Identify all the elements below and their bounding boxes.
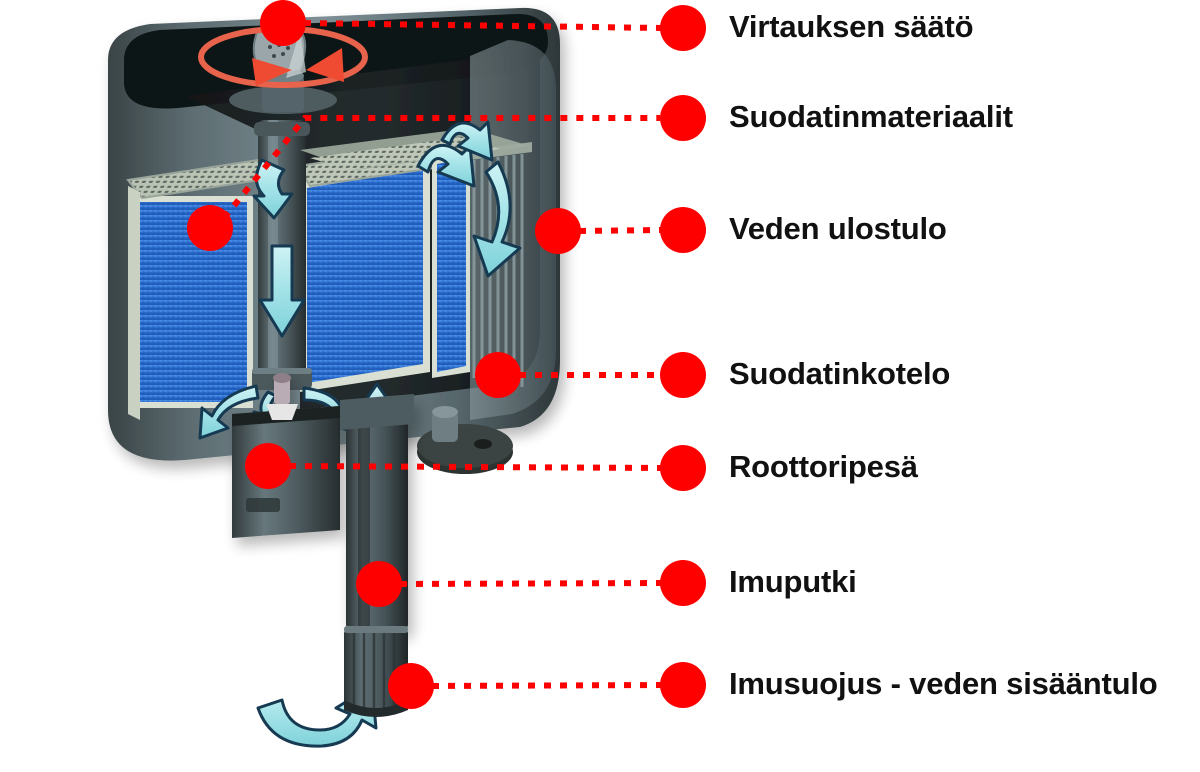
filter-media-right [432, 142, 532, 387]
part-bullet-intake-strainer[interactable] [388, 663, 434, 709]
callout-label-filter-media: Suodatinmateriaalit [729, 99, 1013, 134]
part-bullet-flow-control[interactable] [260, 0, 306, 46]
callout-label-intake-pipe: Imuputki [729, 564, 857, 599]
leader-line-water-outlet [578, 227, 663, 234]
callout-label-rotor-housing: Roottoripesä [729, 449, 918, 484]
part-bullet-filter-housing[interactable] [475, 352, 521, 398]
part-bullet-filter-media[interactable] [187, 205, 233, 251]
callout-label-water-outlet: Veden ulostulo [729, 211, 947, 246]
part-bullet-water-outlet[interactable] [535, 208, 581, 254]
callout-label-filter-housing: Suodatinkotelo [729, 356, 951, 391]
label-bullet-rotor-housing[interactable] [660, 445, 706, 491]
part-bullet-rotor-housing[interactable] [245, 443, 291, 489]
label-bullet-intake-strainer[interactable] [660, 662, 706, 708]
part-bullet-intake-pipe[interactable] [356, 561, 402, 607]
callout-label-flow-control: Virtauksen säätö [729, 9, 974, 44]
label-bullet-filter-media[interactable] [660, 95, 706, 141]
leader-line-flow-control [303, 20, 663, 31]
leader-line-intake-strainer [431, 682, 663, 689]
callout-label-intake-strainer: Imusuojus - veden sisääntulo [729, 666, 1158, 701]
label-bullet-flow-control[interactable] [660, 5, 706, 51]
label-bullet-filter-housing[interactable] [660, 352, 706, 398]
label-bullet-water-outlet[interactable] [660, 207, 706, 253]
label-bullet-intake-pipe[interactable] [660, 560, 706, 606]
leader-line-intake-pipe [399, 580, 663, 587]
leader-line-rotor-housing [288, 463, 663, 471]
leader-line-filter-media [221, 115, 660, 220]
rotor-disc [417, 406, 513, 474]
intake-strainer [344, 626, 408, 717]
filter-media-center [296, 144, 450, 392]
